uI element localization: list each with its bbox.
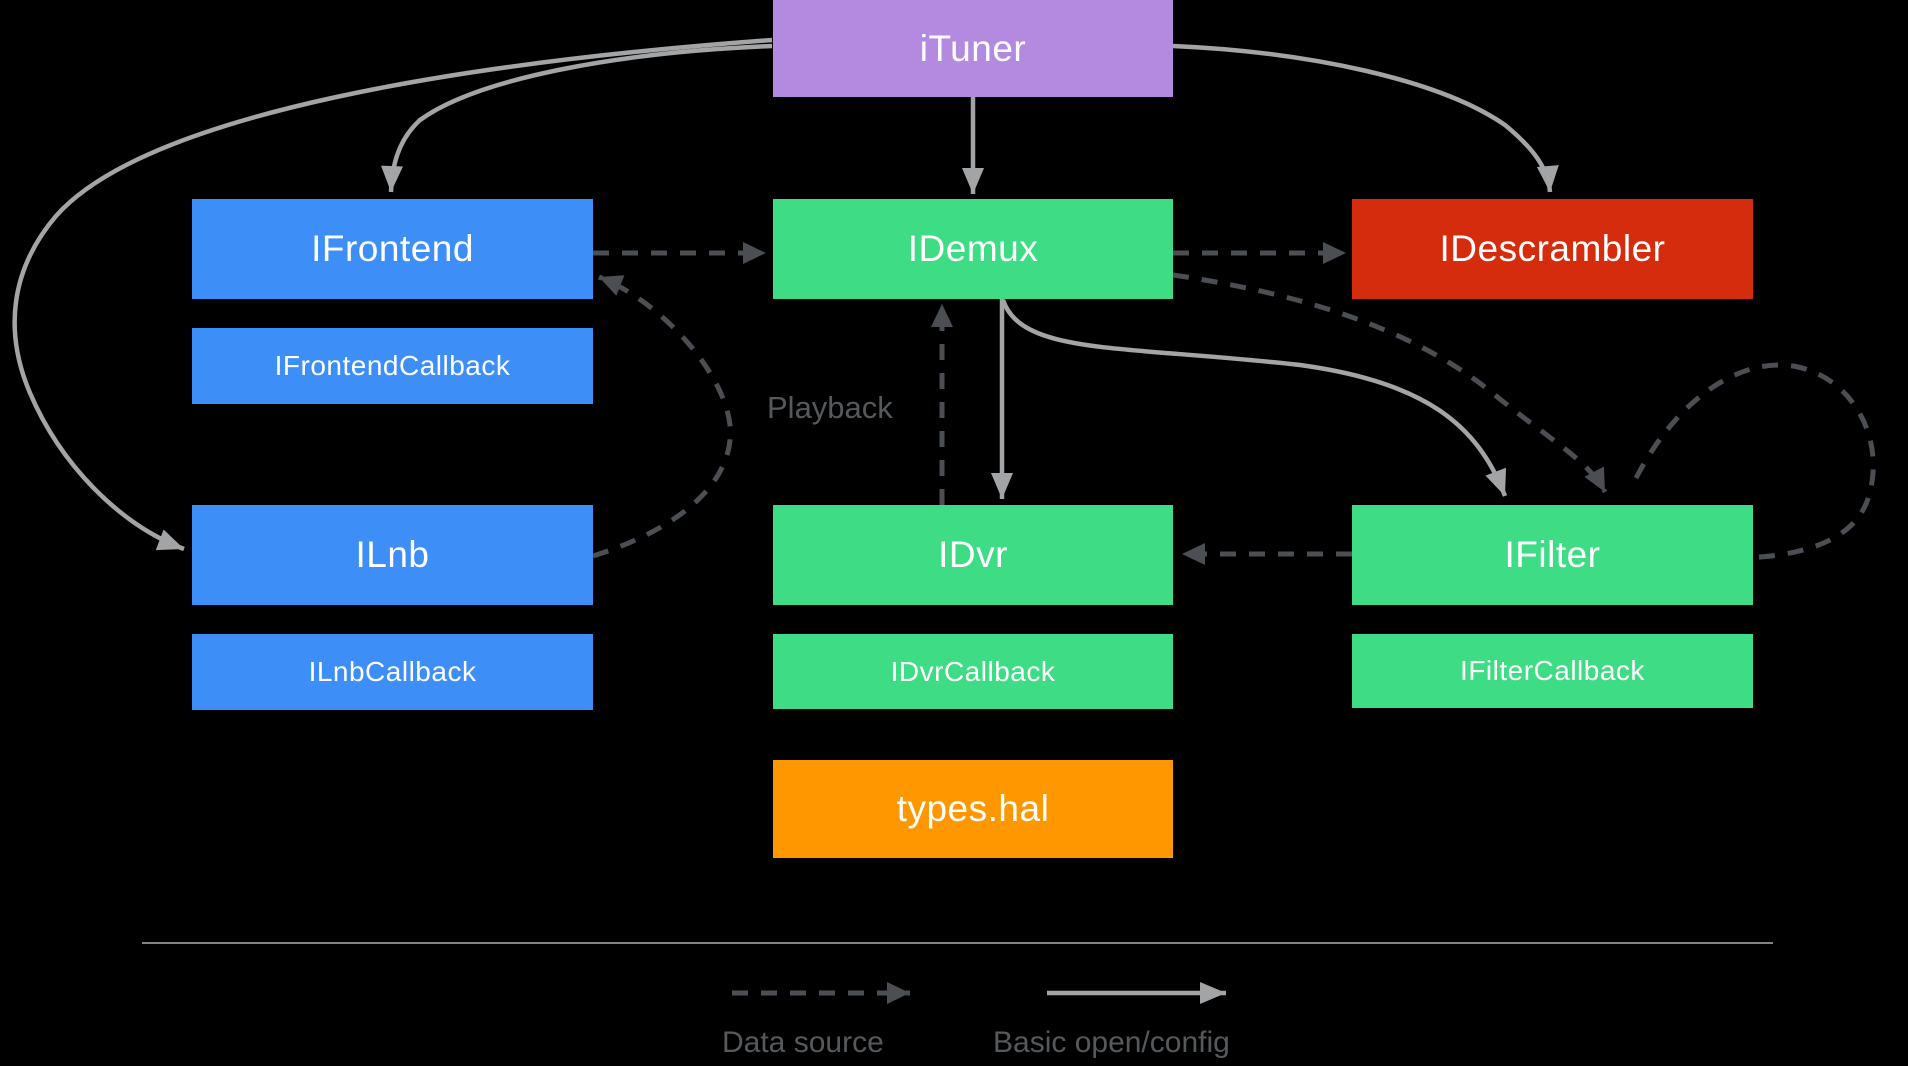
node-ifilter-label: IFilter <box>1504 534 1601 575</box>
node-ilnb-label: ILnb <box>355 534 430 575</box>
node-idemux: IDemux <box>773 199 1173 299</box>
node-ifilter-callback: IFilterCallback <box>1352 634 1753 708</box>
edge-idemux-ifilter-dashed <box>1172 272 1608 494</box>
node-ilnb: ILnb <box>192 505 593 605</box>
node-idvr-label: IDvr <box>938 534 1008 575</box>
node-ifrontend-callback-label: IFrontendCallback <box>274 350 511 381</box>
node-idvr-callback: IDvrCallback <box>773 634 1173 709</box>
node-ifilter: IFilter <box>1352 505 1753 605</box>
node-ifrontend-callback: IFrontendCallback <box>192 328 593 404</box>
node-types-hal: types.hal <box>773 760 1173 858</box>
node-ituner: iTuner <box>773 0 1173 97</box>
edge-ituner-idescrambler <box>1172 43 1559 193</box>
node-ilnb-callback: ILnbCallback <box>192 634 593 710</box>
node-idvr: IDvr <box>773 505 1173 605</box>
node-ifilter-callback-label: IFilterCallback <box>1460 655 1645 686</box>
legend-data-source-label: Data source <box>722 1026 884 1059</box>
node-types-hal-label: types.hal <box>896 788 1050 829</box>
playback-edge-label: Playback <box>767 390 893 425</box>
edge-ituner-ilnb <box>12 37 773 552</box>
edge-ifilter-self-loop <box>1633 362 1876 570</box>
edge-ilnb-ifrontend <box>592 274 733 559</box>
node-ituner-label: iTuner <box>919 27 1027 69</box>
node-idescrambler-label: IDescrambler <box>1439 228 1666 269</box>
node-ifrontend-label: IFrontend <box>311 228 474 269</box>
node-idemux-label: IDemux <box>907 228 1039 269</box>
node-ilnb-callback-label: ILnbCallback <box>308 656 477 687</box>
node-idescrambler: IDescrambler <box>1352 199 1753 299</box>
legend-basic-open-config-label: Basic open/config <box>993 1026 1230 1059</box>
edge-ituner-ifrontend <box>381 43 773 193</box>
node-idvr-callback-label: IDvrCallback <box>890 655 1056 687</box>
node-ifrontend: IFrontend <box>192 199 593 299</box>
edge-idemux-ifilter <box>1000 299 1508 497</box>
